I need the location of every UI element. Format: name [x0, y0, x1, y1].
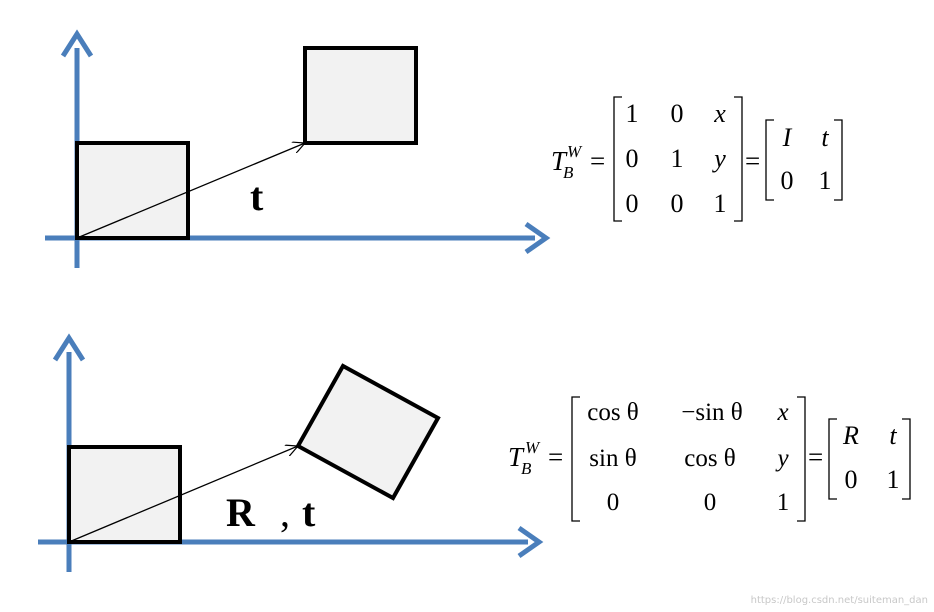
top-m3-cell: 0 — [671, 189, 684, 218]
bottom-x-axis-arrowhead — [517, 525, 544, 559]
bottom-m3-cell: cos θ — [684, 445, 736, 472]
top-m2-cell: I — [782, 123, 793, 152]
bottom-matrix2-left-bracket — [828, 418, 837, 500]
bottom-vector-label-R: R — [226, 490, 256, 535]
top-panel: t T W B = 1 0 x 0 1 y 0 0 1 = I t 0 1 — [45, 29, 843, 268]
bottom-matrix2-right-bracket — [902, 418, 911, 500]
bottom-m3-cell: sin θ — [589, 445, 636, 472]
top-y-axis-arrowhead — [60, 29, 94, 58]
watermark: https://blog.csdn.net/suiteman_dan — [750, 595, 928, 606]
bottom-matrix3-left-bracket — [571, 396, 580, 522]
top-m3-cell: 0 — [626, 144, 639, 173]
bottom-lhs-subscript: B — [521, 459, 532, 478]
bottom-vector-label-t: t — [302, 490, 316, 535]
bottom-m2-cell: t — [889, 421, 897, 450]
bottom-translation-vector — [68, 446, 298, 543]
bottom-m3-cell: 0 — [607, 489, 620, 516]
bottom-matrix3-right-bracket — [797, 396, 806, 522]
bottom-rotated-box — [295, 363, 441, 501]
top-m3-cell: 1 — [626, 99, 639, 128]
top-m3-cell: 0 — [626, 189, 639, 218]
bottom-m2-cell: R — [842, 421, 859, 450]
top-matrix2-left-bracket — [765, 119, 774, 201]
bottom-equation: T W B = cos θ −sin θ x sin θ cos θ y 0 0… — [508, 396, 911, 522]
top-m3-cell: 1 — [671, 144, 684, 173]
bottom-equals-2: = — [808, 442, 823, 472]
top-x-axis-arrowhead — [524, 221, 551, 255]
bottom-lhs-superscript: W — [525, 438, 541, 457]
bottom-m3-cell: y — [774, 445, 789, 472]
top-equation: T W B = 1 0 x 0 1 y 0 0 1 = I t 0 1 — [551, 96, 843, 222]
top-m3-cell: x — [713, 99, 726, 128]
bottom-m3-cell: 1 — [777, 489, 790, 516]
top-translation-vector — [76, 143, 305, 239]
bottom-m2-cell: 0 — [845, 465, 858, 494]
top-vector-label: t — [250, 174, 264, 219]
bottom-panel: R , t T W B = cos θ −sin θ x sin θ cos θ… — [38, 333, 911, 572]
bottom-equals-1: = — [548, 442, 563, 472]
top-lhs-symbol: T — [551, 146, 568, 176]
top-matrix3-right-bracket — [734, 96, 743, 222]
bottom-vector-label-comma: , — [280, 490, 290, 535]
top-equals-2: = — [745, 146, 760, 176]
top-matrix3-left-bracket — [613, 96, 622, 222]
top-m3-cell: y — [711, 144, 726, 173]
top-translated-box — [303, 46, 418, 145]
bottom-m3-cell: cos θ — [587, 399, 639, 426]
bottom-m3-cell: x — [776, 399, 788, 426]
bottom-lhs-symbol: T — [508, 442, 525, 472]
top-equals-1: = — [590, 146, 605, 176]
top-lhs-superscript: W — [567, 142, 583, 161]
bottom-m3-cell: −sin θ — [681, 399, 743, 426]
bottom-y-axis-arrowhead — [52, 333, 86, 362]
top-matrix2-right-bracket — [834, 119, 843, 201]
bottom-m2-cell: 1 — [887, 465, 900, 494]
bottom-m3-cell: 0 — [704, 489, 717, 516]
top-origin-box — [75, 141, 190, 240]
top-m2-cell: t — [821, 123, 829, 152]
top-m2-cell: 1 — [819, 166, 832, 195]
top-m2-cell: 0 — [781, 166, 794, 195]
top-m3-cell: 0 — [671, 99, 684, 128]
top-lhs-subscript: B — [563, 163, 574, 182]
bottom-origin-box — [67, 445, 182, 544]
top-m3-cell: 1 — [714, 189, 727, 218]
